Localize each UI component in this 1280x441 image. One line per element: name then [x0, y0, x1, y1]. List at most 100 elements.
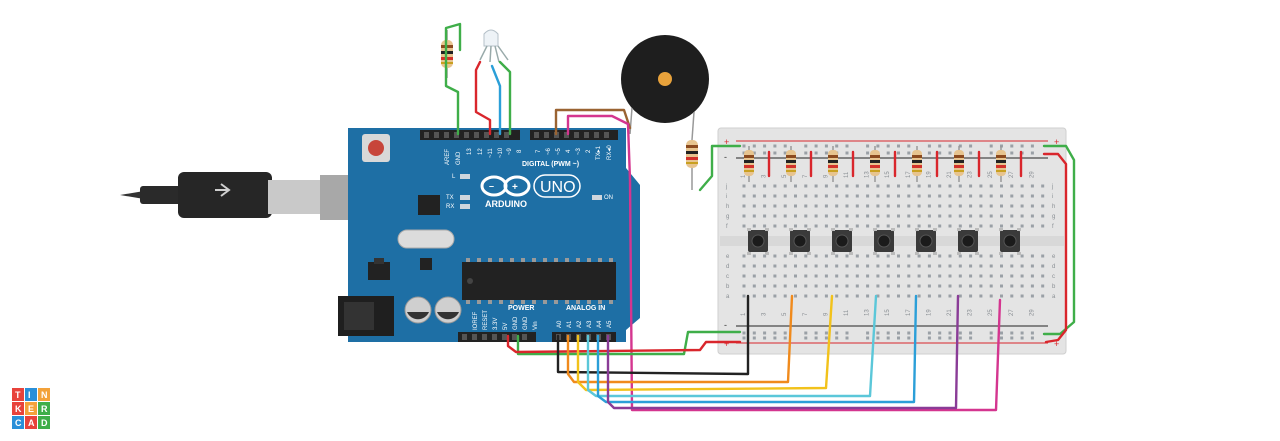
logo-tile-d-8: [38, 416, 50, 429]
pin-label-a0: A0: [557, 320, 563, 328]
logo-tile-a-7: [25, 416, 37, 429]
pin-label-3: ~3: [576, 147, 582, 155]
row-letter-h: h: [726, 204, 729, 210]
breadboard-holes: [742, 144, 1045, 340]
pushbutton-7[interactable]: [999, 228, 1021, 255]
logo-letter-3: K: [15, 404, 22, 414]
analog-header: [552, 332, 616, 342]
row-letter-i: i: [726, 194, 727, 200]
col-number-top-15: 15: [885, 171, 891, 178]
pin-label-gnd: GND: [456, 151, 462, 165]
pushbutton-6[interactable]: [957, 228, 979, 255]
usb-symbol-icon: [215, 183, 231, 197]
row-letter-right-f: f: [1052, 224, 1054, 230]
logo-letter-7: A: [28, 418, 35, 428]
pin-label-ioref: IOREF: [473, 311, 479, 330]
wire-red-rail-right[interactable]: [1042, 152, 1068, 344]
wire-green-led-2[interactable]: [498, 60, 512, 136]
col-number-top-1: 1: [741, 174, 747, 178]
wire-magenta-d4[interactable]: [566, 114, 1002, 412]
logo-letter-1: I: [28, 390, 31, 400]
pin-label-6: ~6: [546, 147, 552, 155]
pin-label-a1: A1: [567, 320, 573, 328]
pushbutton-3[interactable]: [831, 228, 853, 255]
resistor-button-5[interactable]: [912, 146, 922, 182]
wire-orange-a1[interactable]: [566, 294, 794, 384]
svg-text:–: –: [489, 181, 494, 191]
wire-brown-buzzer[interactable]: [554, 108, 632, 136]
pin-label-12: 12: [478, 148, 484, 155]
pushbutton-2[interactable]: [789, 228, 811, 255]
col-number-bottom-7: 7: [803, 312, 809, 316]
wire-black-a0[interactable]: [556, 294, 750, 376]
resistor-buzzer[interactable]: [686, 140, 698, 190]
pin-label-a2: A2: [577, 320, 583, 328]
small-chip: [420, 258, 432, 270]
wire-green-led[interactable]: [444, 22, 462, 136]
col-number-bottom-11: 11: [844, 309, 850, 316]
logo-letter-8: D: [41, 418, 48, 428]
col-number-bottom-27: 27: [1009, 309, 1015, 316]
pin-label-a3: A3: [587, 320, 593, 328]
pin-label-0: RX◂0: [607, 145, 613, 160]
led-label-rx: RX: [446, 204, 454, 210]
model-badge: [533, 174, 581, 198]
row-letter-right-e: e: [1052, 254, 1056, 260]
wire-blue-led[interactable]: [490, 64, 502, 136]
pin-label-a5: A5: [607, 320, 613, 328]
row-letter-right-c: c: [1052, 274, 1055, 280]
row-letter-g: g: [726, 214, 729, 220]
col-number-bottom-3: 3: [762, 312, 768, 316]
resistor-button-7[interactable]: [996, 146, 1006, 182]
resistor-button-1[interactable]: [744, 146, 754, 182]
power-label: POWER: [508, 305, 534, 312]
wire-purple-a5[interactable]: [606, 294, 960, 410]
pushbutton-5[interactable]: [915, 228, 937, 255]
led-label-tx: TX: [446, 195, 454, 201]
wire-red-led[interactable]: [474, 60, 492, 136]
row-letter-right-g: g: [1052, 214, 1055, 220]
resistor-button-3[interactable]: [828, 146, 838, 182]
arduino-uno[interactable]: AREF GND 13 12 ~11 ~10 ~9 8 7 ~6 ~5 4 ~3…: [338, 128, 640, 342]
row-letter-a: a: [726, 294, 730, 300]
pin-label-vin: Vin: [533, 321, 539, 330]
resistor-button-4[interactable]: [870, 146, 880, 182]
wire-blue-a4[interactable]: [596, 294, 918, 404]
rail-plus-top-right: +: [1054, 137, 1059, 147]
crystal: [397, 229, 455, 249]
resistor-button-2[interactable]: [786, 146, 796, 182]
usb-cable[interactable]: [120, 172, 356, 220]
usb-chip: [418, 195, 440, 215]
wire-green-gnd[interactable]: [516, 330, 742, 356]
resistor-button-6[interactable]: [954, 146, 964, 182]
col-number-top-5: 5: [782, 174, 788, 178]
wire-green-breadboard-top[interactable]: [698, 144, 742, 192]
wire-cyan-a3[interactable]: [586, 294, 878, 398]
pushbutton-1[interactable]: [747, 228, 769, 255]
col-number-bottom-19: 19: [926, 309, 932, 316]
digital-header-left: [420, 130, 520, 140]
col-number-top-21: 21: [947, 171, 953, 178]
wire-yellow-a2[interactable]: [576, 294, 834, 392]
col-number-bottom-15: 15: [885, 309, 891, 316]
rgb-led[interactable]: [479, 29, 509, 63]
col-number-top-7: 7: [803, 174, 809, 178]
row-letter-e: e: [726, 254, 730, 260]
col-number-top-11: 11: [844, 171, 850, 178]
pin-label-10: ~10: [498, 147, 504, 158]
col-number-top-23: 23: [968, 171, 974, 178]
pin-label-9: ~9: [507, 147, 513, 155]
pin-label-8: 8: [517, 149, 523, 153]
logo-letter-5: R: [41, 404, 48, 414]
led-on: [592, 195, 602, 200]
col-number-top-27: 27: [1009, 171, 1015, 178]
pin-label-13: 13: [467, 148, 473, 155]
pin-label-a4: A4: [597, 320, 603, 328]
col-number-top-17: 17: [906, 171, 912, 178]
pushbutton-4[interactable]: [873, 228, 895, 255]
row-letter-f: f: [726, 224, 728, 230]
piezo-buzzer[interactable]: [621, 35, 709, 141]
col-number-bottom-25: 25: [988, 309, 994, 316]
wire-green-rail-right[interactable]: [1042, 144, 1076, 336]
